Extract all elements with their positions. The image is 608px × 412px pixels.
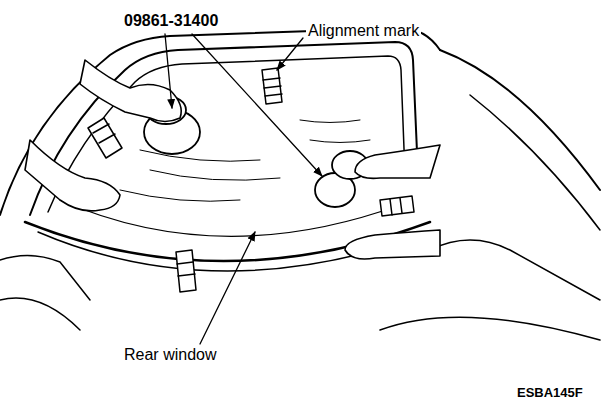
- hand: [355, 145, 440, 178]
- body-line: [0, 28, 440, 215]
- alignment-tape: [380, 196, 414, 216]
- alignment-tape: [93, 124, 115, 143]
- body-line: [380, 317, 600, 340]
- hand: [25, 140, 120, 211]
- hand: [345, 230, 440, 259]
- figure-code: ESBA145F: [515, 386, 585, 400]
- leader-line: [192, 34, 322, 176]
- alignment-tape: [263, 78, 282, 96]
- part-label: Rear window: [122, 346, 218, 364]
- leader-line: [200, 232, 255, 344]
- body-line: [0, 255, 90, 300]
- part-label: Alignment mark: [306, 22, 421, 40]
- body-line: [470, 95, 600, 230]
- body-line: [440, 50, 600, 190]
- leader-line: [165, 34, 172, 108]
- leader-line: [277, 38, 303, 70]
- body-line: [430, 240, 600, 300]
- alignment-tape: [390, 198, 402, 215]
- alignment-tape: [176, 250, 196, 292]
- hand: [80, 60, 181, 122]
- alignment-tape: [262, 68, 282, 104]
- body-line: [0, 298, 80, 330]
- alignment-tape: [177, 262, 195, 276]
- part-number: 09861-31400: [122, 12, 220, 30]
- alignment-tape: [88, 118, 122, 158]
